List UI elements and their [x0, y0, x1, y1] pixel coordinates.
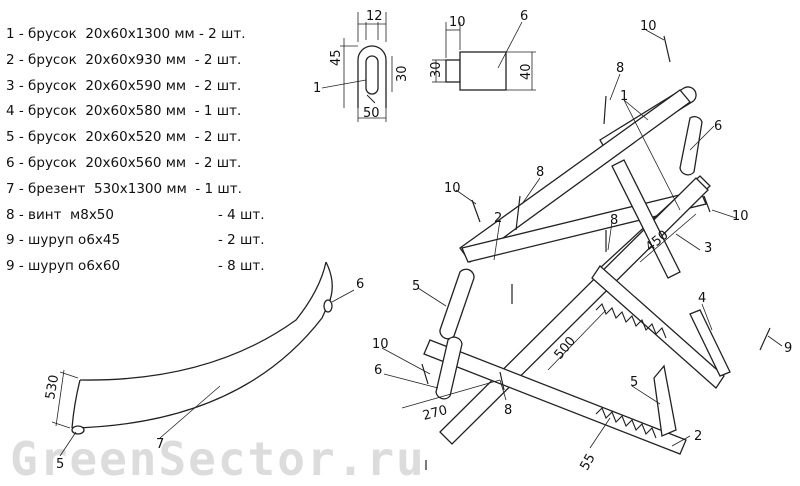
label-asm-8-lower: 8 [504, 403, 512, 418]
part-row-2: 2 - брусок 20x60x930 мм - 2 шт. [6, 51, 242, 68]
parts-list: 1 - брусок 20x60x1300 мм - 2 шт. 2 - бру… [6, 22, 265, 280]
dim-10-tenon: 10 [449, 15, 466, 30]
dim-30-left-detail: 30 [395, 65, 410, 82]
sawtooth-upper [595, 303, 667, 339]
label-fabric-7: 7 [156, 437, 164, 452]
detail-bar-end [321, 12, 393, 122]
part-row-10: 9 - шуруп о6x60- 8 шт. [6, 258, 265, 275]
label-asm-2-lower: 2 [694, 429, 702, 444]
label-asm-9: 9 [784, 341, 792, 356]
label-asm-8-top: 8 [616, 61, 624, 76]
dim-55: 55 [577, 451, 598, 473]
label-asm-3: 3 [704, 241, 712, 256]
label-detail-6: 6 [520, 9, 528, 24]
label-asm-1: 1 [620, 89, 628, 104]
label-asm-6-lower: 6 [374, 363, 382, 378]
part-row-9: 9 - шуруп о6x45- 2 шт. [6, 232, 265, 249]
label-asm-10-lower: 10 [372, 337, 389, 352]
assembly-dimensions [401, 213, 697, 449]
label-asm-4: 4 [698, 291, 706, 306]
part-row-6: 6 - брусок 20x60x560 мм - 2 шт. [6, 154, 242, 171]
label-asm-2-upper: 2 [494, 211, 502, 226]
part-row-5: 5 - брусок 20x60x520 мм - 2 шт. [6, 129, 242, 146]
label-asm-5-right: 5 [630, 375, 638, 390]
leader-lines [381, 29, 783, 447]
label-fabric-5: 5 [56, 457, 64, 472]
label-fabric-6: 6 [356, 277, 364, 292]
part-row-8: 8 - винт м8x50- 4 шт. [6, 206, 265, 223]
part-row-7: 7 - брезент 530x1300 мм - 1 шт. [6, 180, 242, 197]
dim-30-tenon: 30 [429, 61, 444, 78]
dim-50: 50 [363, 106, 380, 121]
part-row-4: 4 - брусок 20x60x580 мм - 1 шт. [6, 103, 242, 120]
sawtooth-lower [595, 407, 657, 439]
part-row-1: 1 - брусок 20x60x1300 мм - 2 шт. [6, 26, 246, 42]
label-asm-5-left: 5 [412, 279, 420, 294]
label-asm-8-mid: 8 [536, 165, 544, 180]
watermark: GreenSector.ru [10, 432, 426, 486]
dim-40-tenon: 40 [519, 63, 534, 80]
dim-12: 12 [366, 9, 383, 24]
dim-530: 530 [43, 374, 62, 401]
label-asm-10-left: 10 [444, 181, 461, 196]
part-row-3: 3 - брусок 20x60x590 мм - 2 шт. [6, 77, 242, 94]
chair-frame [423, 86, 731, 455]
label-detail-1: 1 [313, 81, 321, 96]
detail-tenon-bar [432, 21, 536, 91]
label-asm-10-right: 10 [732, 209, 749, 224]
dim-45: 45 [329, 49, 344, 66]
label-asm-6-top: 6 [714, 119, 722, 134]
dim-270: 270 [421, 403, 449, 424]
label-asm-10-top: 10 [640, 19, 657, 34]
screws [421, 35, 771, 470]
fabric-sling [51, 261, 355, 457]
label-asm-8-center: 8 [610, 213, 618, 228]
